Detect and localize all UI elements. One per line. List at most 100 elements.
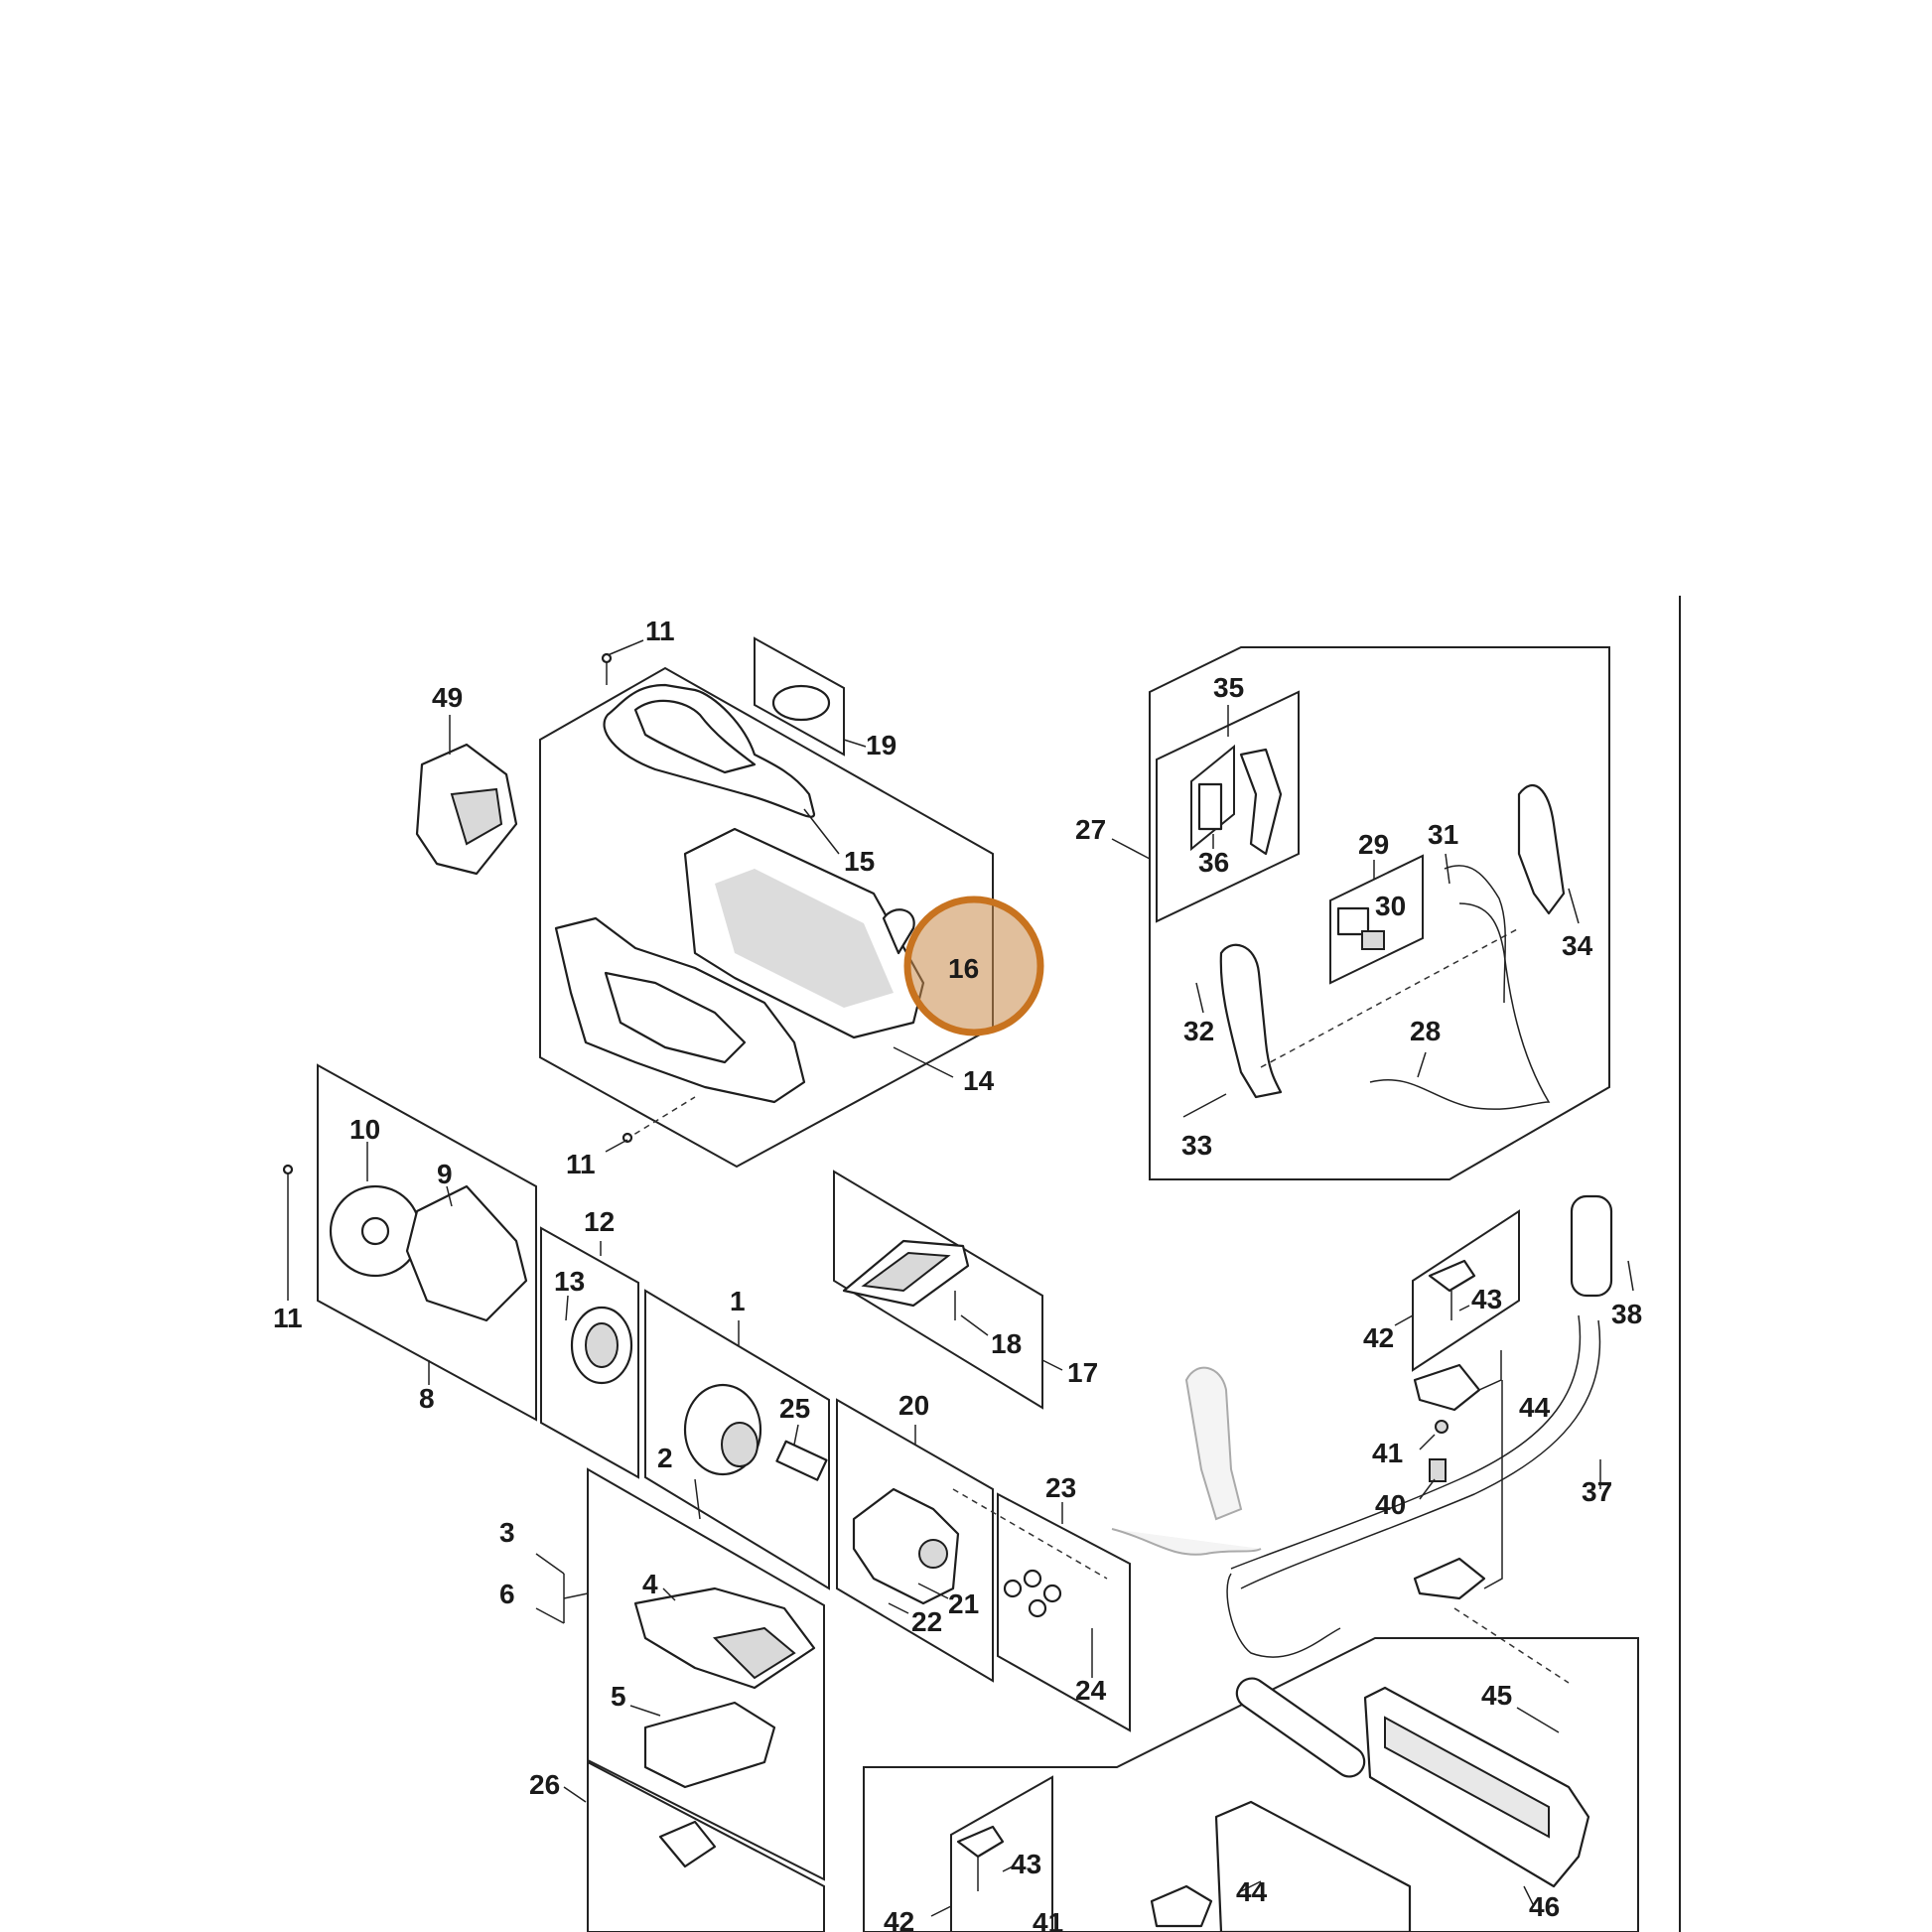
callout-34[interactable]: 34 bbox=[1562, 930, 1593, 961]
cover-19-group bbox=[754, 636, 867, 757]
callout-36[interactable]: 36 bbox=[1198, 847, 1229, 878]
callout-43[interactable]: 43 bbox=[1471, 1284, 1502, 1314]
tube-37-inner bbox=[1240, 1319, 1601, 1589]
callout-44[interactable]: 44 bbox=[1236, 1876, 1268, 1907]
callout-41[interactable]: 41 bbox=[1033, 1907, 1063, 1932]
callout-29[interactable]: 29 bbox=[1358, 829, 1389, 860]
callout-3[interactable]: 3 bbox=[499, 1517, 515, 1548]
clamp-44-part bbox=[1413, 1363, 1481, 1412]
callout-31[interactable]: 31 bbox=[1428, 819, 1458, 850]
callout-6[interactable]: 6 bbox=[499, 1579, 515, 1609]
motor-1-frame bbox=[644, 1289, 830, 1590]
gearbox-20-group bbox=[836, 1398, 994, 1683]
callout-16-highlight[interactable] bbox=[903, 896, 1044, 1036]
callout-5[interactable]: 5 bbox=[611, 1681, 626, 1712]
part-30-alt bbox=[1361, 930, 1385, 950]
callout-35[interactable]: 35 bbox=[1213, 672, 1244, 703]
tube-part bbox=[1235, 1677, 1366, 1778]
callout-4[interactable]: 4 bbox=[642, 1569, 658, 1599]
callout-11[interactable]: 11 bbox=[273, 1303, 303, 1333]
callout-42[interactable]: 42 bbox=[1363, 1322, 1394, 1353]
grip-axis bbox=[1260, 927, 1520, 1068]
callout-2[interactable]: 2 bbox=[657, 1443, 673, 1473]
leader-34 bbox=[1568, 888, 1580, 924]
hardware-26-frame bbox=[587, 1760, 825, 1932]
motor-1-group bbox=[644, 1289, 830, 1590]
knob-43-lower bbox=[956, 1825, 1005, 1859]
callout-19[interactable]: 19 bbox=[866, 730, 897, 760]
bracket-44-long bbox=[1483, 1380, 1503, 1589]
leader-41 bbox=[1419, 1434, 1436, 1450]
callout-38[interactable]: 38 bbox=[1611, 1299, 1642, 1329]
switch-pin-part bbox=[1197, 782, 1223, 831]
callout-37[interactable]: 37 bbox=[1582, 1476, 1612, 1507]
callout-20[interactable]: 20 bbox=[898, 1390, 929, 1421]
callout-45[interactable]: 45 bbox=[1481, 1680, 1512, 1711]
leader-13 bbox=[565, 1295, 569, 1321]
callout-13[interactable]: 13 bbox=[554, 1266, 585, 1297]
housing-8-group bbox=[282, 1063, 537, 1422]
leader-5 bbox=[629, 1705, 661, 1717]
screw-33 bbox=[1182, 1093, 1227, 1118]
cover-19-part bbox=[771, 684, 831, 722]
callout-33[interactable]: 33 bbox=[1181, 1130, 1212, 1161]
callout-28[interactable]: 28 bbox=[1410, 1016, 1441, 1046]
leader-43-lower bbox=[1002, 1865, 1014, 1872]
handle-shell-34 bbox=[1517, 783, 1566, 915]
nut-23d bbox=[1028, 1598, 1047, 1618]
handle-27-group bbox=[1111, 646, 1610, 1180]
callout-44[interactable]: 44 bbox=[1519, 1392, 1551, 1423]
callout-11[interactable]: 11 bbox=[645, 616, 675, 646]
callout-25[interactable]: 25 bbox=[779, 1393, 810, 1424]
leader-43 bbox=[1458, 1305, 1470, 1311]
callout-26[interactable]: 26 bbox=[529, 1769, 560, 1800]
callout-27[interactable]: 27 bbox=[1075, 814, 1106, 845]
callout-24[interactable]: 24 bbox=[1075, 1675, 1107, 1706]
callout-43[interactable]: 43 bbox=[1011, 1849, 1041, 1879]
nut-23a bbox=[1003, 1579, 1023, 1598]
callout-18[interactable]: 18 bbox=[991, 1328, 1022, 1359]
ghost-grip bbox=[1184, 1366, 1243, 1521]
callout-14[interactable]: 14 bbox=[963, 1065, 995, 1096]
callout-16[interactable]: 16 bbox=[948, 953, 979, 984]
screw-11-left-head bbox=[282, 1164, 294, 1175]
leader-11-top bbox=[607, 639, 644, 656]
screw-22 bbox=[888, 1602, 909, 1614]
callout-32[interactable]: 32 bbox=[1183, 1016, 1214, 1046]
callout-1[interactable]: 1 bbox=[730, 1286, 746, 1316]
leader-14 bbox=[893, 1046, 954, 1078]
shaft-group bbox=[1111, 1194, 1634, 1658]
callout-10[interactable]: 10 bbox=[349, 1114, 380, 1145]
housing-9-part bbox=[405, 1184, 528, 1322]
callout-40[interactable]: 40 bbox=[1375, 1489, 1406, 1520]
leader-44-lower bbox=[1240, 1880, 1262, 1892]
clamp-42-frame bbox=[1412, 1209, 1520, 1372]
carrier-shading bbox=[715, 869, 894, 1008]
leader-26 bbox=[563, 1786, 587, 1803]
fan-12-blades bbox=[585, 1322, 619, 1368]
callout-30[interactable]: 30 bbox=[1375, 891, 1406, 921]
callout-46[interactable]: 46 bbox=[1529, 1891, 1560, 1922]
callout-22[interactable]: 22 bbox=[911, 1606, 942, 1637]
callout-41[interactable]: 41 bbox=[1372, 1438, 1403, 1468]
spring-41 bbox=[1435, 1420, 1449, 1434]
ghost-cable bbox=[1111, 1528, 1262, 1556]
nut-23c bbox=[1042, 1584, 1062, 1603]
callout-42[interactable]: 42 bbox=[884, 1906, 914, 1932]
hardware-23-group bbox=[952, 1488, 1131, 1732]
screw-32 bbox=[1195, 982, 1204, 1014]
callout-23[interactable]: 23 bbox=[1045, 1472, 1076, 1503]
callout-21[interactable]: 21 bbox=[948, 1588, 979, 1619]
nut-23b bbox=[1023, 1569, 1042, 1588]
clamp-base-part bbox=[1413, 1557, 1486, 1600]
callout-11[interactable]: 11 bbox=[566, 1149, 596, 1179]
callout-12[interactable]: 12 bbox=[584, 1206, 615, 1237]
callout-8[interactable]: 8 bbox=[419, 1383, 435, 1414]
lower-shell-window bbox=[604, 971, 747, 1064]
callout-15[interactable]: 15 bbox=[844, 846, 875, 877]
callout-17[interactable]: 17 bbox=[1067, 1357, 1098, 1388]
callout-9[interactable]: 9 bbox=[437, 1159, 453, 1189]
knob-43-part bbox=[1428, 1259, 1476, 1293]
callout-49[interactable]: 49 bbox=[432, 682, 463, 713]
